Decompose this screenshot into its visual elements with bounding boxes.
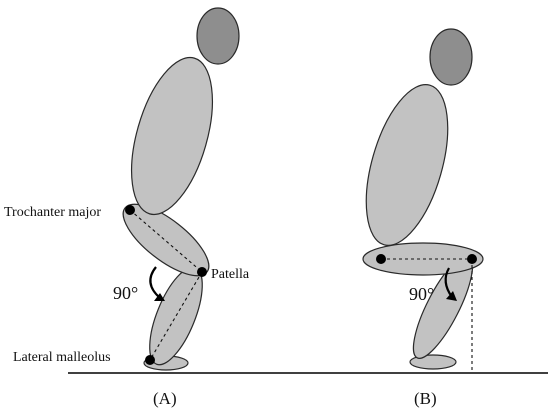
figure-a-angle-label: 90° bbox=[113, 283, 138, 303]
patella-marker bbox=[197, 267, 207, 277]
figure-a-arrowhead bbox=[154, 293, 165, 301]
figure-a-head bbox=[196, 7, 240, 65]
panel-label-b: (B) bbox=[414, 389, 437, 408]
patella-label: Patella bbox=[211, 267, 250, 282]
figure-b-knee-marker bbox=[467, 254, 477, 264]
figure-b-arrowhead bbox=[446, 291, 457, 301]
figure-a: Trochanter major Patella Lateral malleol… bbox=[4, 7, 250, 408]
figure-b-angle-label: 90° bbox=[409, 284, 434, 304]
figure-a-shank-axis bbox=[149, 271, 203, 361]
figure-b: 90° (B) bbox=[362, 28, 484, 408]
figure-b-hip-marker bbox=[376, 254, 386, 264]
figure-a-angle-arrow bbox=[149, 266, 161, 299]
figure-b-head bbox=[429, 28, 473, 86]
lateral-malleolus-label: Lateral malleolus bbox=[13, 350, 111, 365]
lateral-malleolus-marker bbox=[145, 355, 155, 365]
figure-a-thigh-axis bbox=[129, 209, 203, 273]
figure-b-trunk bbox=[365, 84, 449, 246]
panel-label-a: (A) bbox=[153, 389, 177, 408]
trochanter-major-label: Trochanter major bbox=[4, 205, 101, 220]
figure-a-trunk bbox=[131, 56, 213, 216]
trochanter-major-marker bbox=[125, 205, 135, 215]
